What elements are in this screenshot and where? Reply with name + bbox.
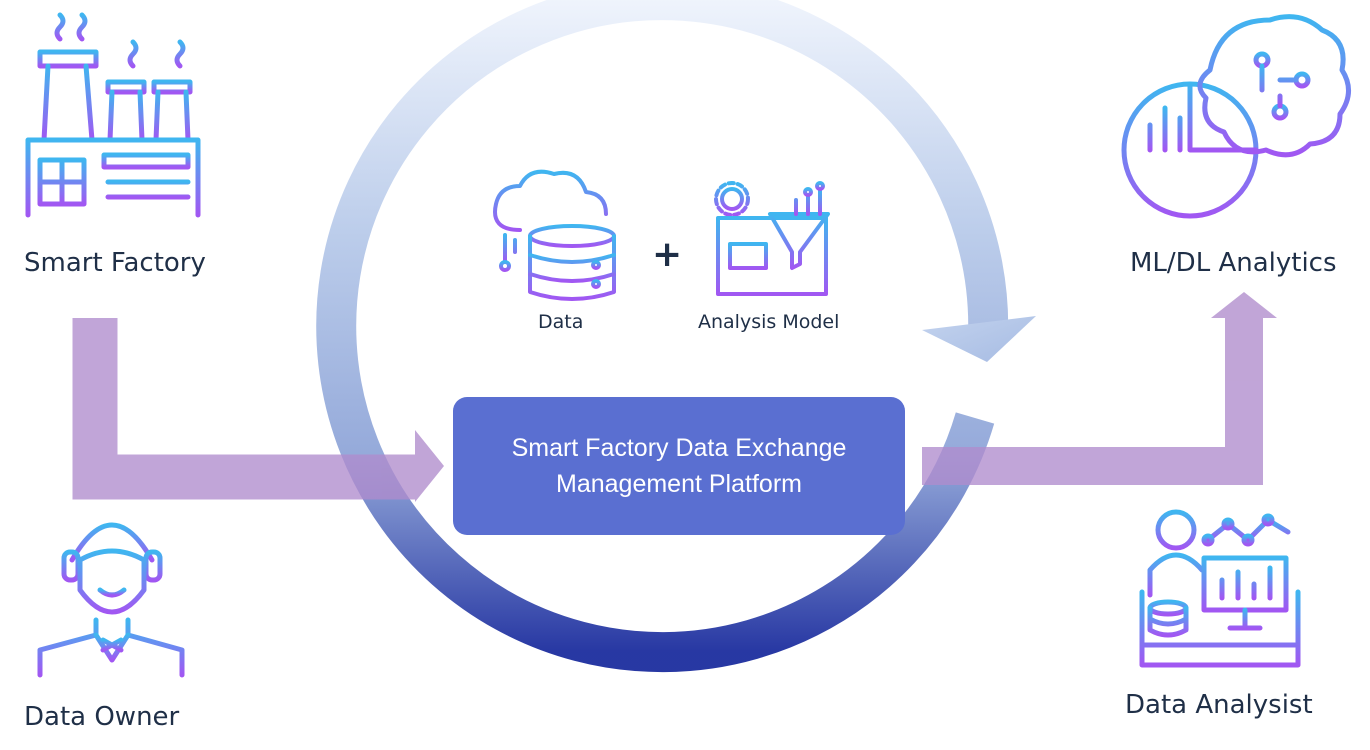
smart-factory-label: Smart Factory: [24, 248, 206, 278]
data-icon: [493, 169, 616, 301]
brain-analytics-icon: [1121, 14, 1351, 228]
data-owner-label: Data Owner: [24, 702, 180, 732]
ml-dl-analytics-label: ML/DL Analytics: [1130, 248, 1337, 278]
flow-arrow-left: [72, 318, 444, 502]
cycle-arrowhead: [922, 316, 1036, 362]
factory-icon: [5, 12, 221, 218]
analysis-model-label: Analysis Model: [698, 311, 840, 333]
data-label: Data: [538, 311, 584, 333]
platform-title-line2: Management Platform: [556, 470, 802, 498]
cycle-arrow: [316, 0, 1036, 673]
flow-arrow-right: [922, 292, 1277, 485]
platform-box: Smart Factory Data Exchange Management P…: [453, 397, 905, 535]
plus-sign: +: [652, 234, 683, 275]
data-analyst-icon: [1139, 509, 1301, 668]
data-analysist-label: Data Analysist: [1125, 690, 1313, 720]
platform-title-line1: Smart Factory Data Exchange: [511, 434, 847, 462]
data-owner-icon: [37, 522, 185, 678]
analysis-model-icon: [714, 181, 830, 296]
